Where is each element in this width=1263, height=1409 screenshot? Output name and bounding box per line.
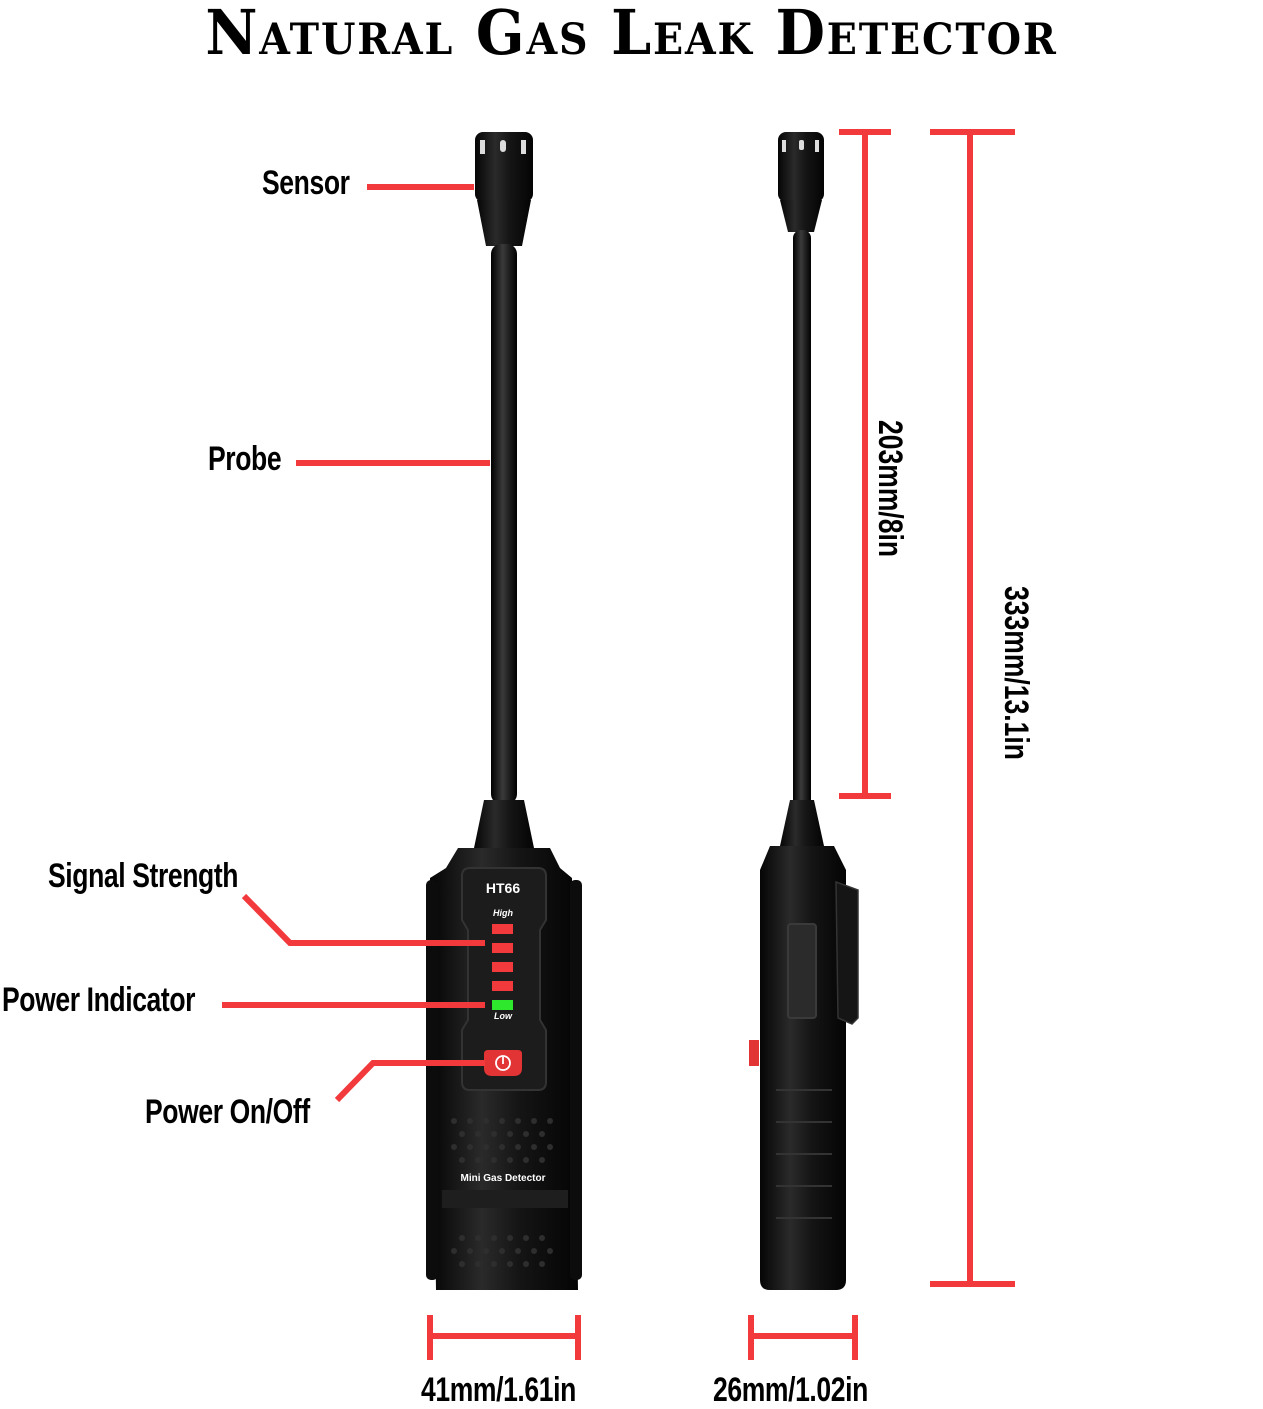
callout-power-indicator: Power Indicator (2, 981, 196, 1019)
signal-strength-leds (492, 924, 513, 991)
page-title: Natural Gas Leak Detector (205, 0, 1058, 69)
belt-clip (835, 880, 859, 1025)
side-power-button[interactable] (749, 1040, 759, 1066)
power-indicator-led (492, 1000, 513, 1010)
side-view-device (749, 132, 859, 1290)
probe-side (793, 230, 811, 808)
device-body-side (760, 846, 846, 1290)
dimension-total-length: 333mm/13.1in (997, 586, 1035, 760)
dimension-lines (427, 129, 1015, 1360)
dimension-front-width: 41mm/1.61in (421, 1371, 576, 1409)
front-view-device (426, 132, 582, 1290)
power-icon (495, 1055, 511, 1071)
callout-lines (222, 184, 490, 1103)
speaker-grille (451, 1118, 553, 1163)
sensor-head-front (475, 132, 533, 246)
model-label: HT66 (485, 880, 521, 896)
dimension-side-width: 26mm/1.02in (713, 1371, 868, 1409)
callout-sensor: Sensor (262, 164, 350, 202)
probe-front (491, 244, 517, 804)
face-panel (461, 867, 547, 1091)
brand-text: Mini Gas Detector (460, 1173, 546, 1184)
led-low-label: Low (494, 1011, 512, 1021)
callout-signal-strength: Signal Strength (48, 857, 239, 895)
callout-probe: Probe (208, 440, 282, 478)
dimension-probe-length: 203mm/8in (871, 420, 909, 558)
led-high-label: High (493, 908, 513, 918)
callout-power-on-off: Power On/Off (145, 1093, 310, 1131)
